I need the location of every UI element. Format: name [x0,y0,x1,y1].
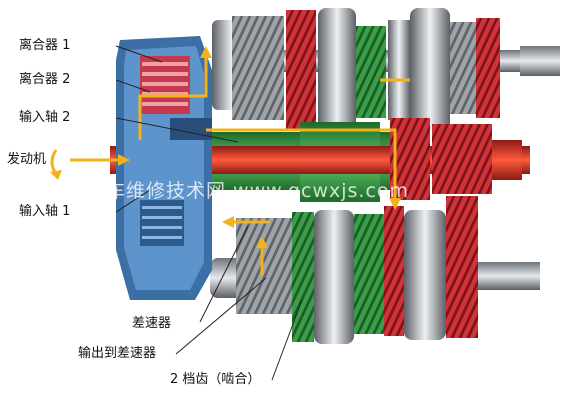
upper-gear-cluster [212,8,500,132]
label-input-shaft-1: 输入轴 1 [19,204,71,219]
label-input-shaft-2: 输入轴 2 [19,110,71,125]
label-gear-2-engaged: 2 档齿（啮合） [170,372,261,387]
label-differential: 差速器 [132,316,172,331]
watermark: 汽车维修技术网 www.qcwxjs.com [86,180,410,202]
clutch-housing [116,36,212,300]
lower-gear-cluster [236,196,478,344]
label-clutch-1: 离合器 1 [19,38,71,53]
label-clutch-2: 离合器 2 [19,72,71,87]
leader-lines [115,45,303,381]
arrow-heads [118,46,401,248]
engine-rotation-arrow [50,149,62,180]
label-output-to-differential: 输出到差速器 [78,346,157,361]
label-engine: 发动机 [7,152,47,167]
power-flow-arrows [70,58,410,276]
